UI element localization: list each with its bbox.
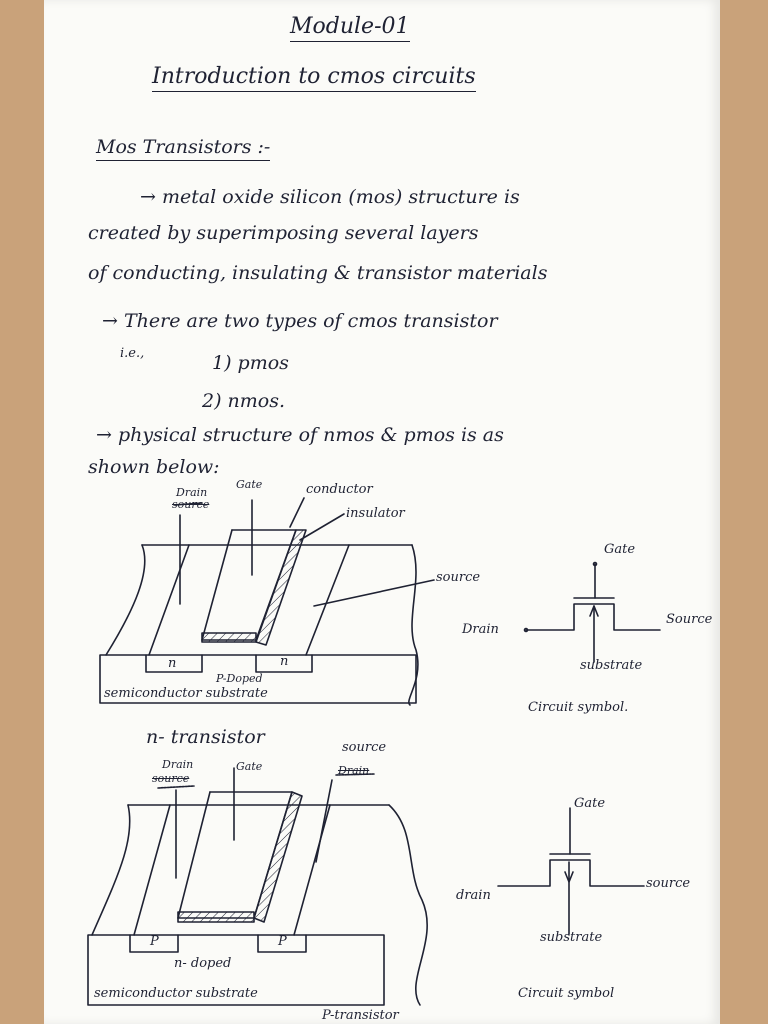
p-symbol-drain: drain <box>456 888 491 903</box>
n-transistor-structure <box>99 497 435 706</box>
n-symbol-substrate: substrate <box>580 658 643 673</box>
p-label-p-right: P <box>278 934 287 949</box>
body-line-9: shown below: <box>88 456 220 478</box>
p-label-drain: Drain <box>162 758 194 771</box>
list-item-pmos: 1) pmos <box>212 352 289 374</box>
n-caption: n- transistor <box>146 726 265 748</box>
p-transistor-structure <box>87 767 428 1006</box>
p-label-substrate: semiconductor substrate <box>94 986 258 1001</box>
n-label-n-left: n <box>168 656 177 671</box>
p-symbol-substrate: substrate <box>540 930 603 945</box>
page-subtitle: Introduction to cmos circuits <box>152 64 476 92</box>
p-label-source-struck: Drain <box>338 764 370 777</box>
transistor-drawings <box>87 497 661 1006</box>
body-line-1: → metal oxide silicon (mos) structure is <box>140 186 520 208</box>
n-symbol-caption: Circuit symbol. <box>528 700 629 715</box>
n-label-substrate: semiconductor substrate <box>104 686 268 701</box>
p-symbol-source: source <box>646 876 691 891</box>
n-label-n-right: n <box>280 654 289 669</box>
p-circuit-symbol <box>497 807 645 935</box>
p-label-p-left: P <box>150 934 159 949</box>
n-symbol-gate: Gate <box>604 542 636 557</box>
body-line-2: created by superimposing several layers <box>88 222 479 244</box>
p-label-doped: n- doped <box>174 956 232 971</box>
body-line-3: of conducting, insulating & transistor m… <box>88 262 548 284</box>
n-label-gate: Gate <box>236 478 263 491</box>
p-label-source: source <box>342 740 387 755</box>
n-label-insulator: insulator <box>346 506 405 521</box>
p-label-gate: Gate <box>236 760 263 773</box>
list-item-nmos: 2) nmos. <box>202 390 286 412</box>
n-label-source: source <box>436 570 481 585</box>
section-heading: Mos Transistors :- <box>96 136 271 161</box>
n-label-drain: Drain <box>176 486 208 499</box>
body-line-8: → physical structure of nmos & pmos is a… <box>96 424 504 446</box>
notebook-page: Module-01 Introduction to cmos circuits … <box>44 0 720 1024</box>
n-label-doped: P-Doped <box>216 672 263 685</box>
n-label-drain-struck: source <box>172 498 210 511</box>
n-circuit-symbol <box>523 561 661 663</box>
p-label-drain-struck: source <box>152 772 190 785</box>
p-symbol-caption: Circuit symbol <box>518 986 615 1001</box>
n-symbol-drain: Drain <box>462 622 499 637</box>
p-caption: P-transistor <box>322 1008 399 1023</box>
body-line-5: i.e., <box>120 346 145 361</box>
body-line-4: → There are two types of cmos transistor <box>102 310 498 332</box>
module-title: Module-01 <box>290 14 410 42</box>
n-symbol-source: Source <box>666 612 713 627</box>
p-symbol-gate: Gate <box>574 796 606 811</box>
n-label-conductor: conductor <box>306 482 373 497</box>
